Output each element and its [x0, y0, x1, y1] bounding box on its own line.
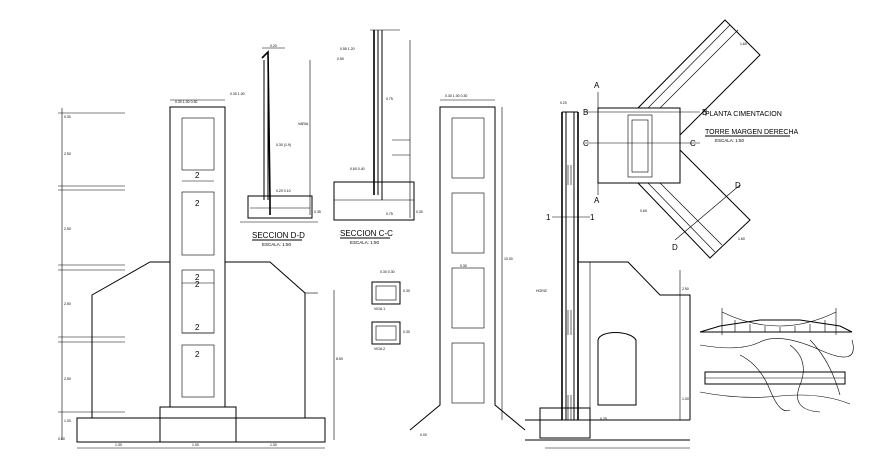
svg-text:0.55 1.20: 0.55 1.20 [340, 47, 355, 51]
plan-title-line1: PLANTA CIMENTACION [705, 111, 782, 118]
svg-text:0.20: 0.20 [560, 101, 567, 105]
side-tower-elevation: 1 1 HORIZ 2.50 1.00 0.25 0.20 [525, 101, 691, 449]
plan-marker-b-left: B [583, 108, 588, 117]
left-tower-elevation: 0.30 2.50 2.50 2.50 2.50 1.00 8.50 0.30 … [58, 99, 343, 449]
left-wing-right [225, 261, 306, 418]
svg-text:2.50: 2.50 [682, 287, 689, 291]
svg-text:1.00: 1.00 [682, 397, 689, 401]
beam-section-2 [371, 321, 401, 345]
side-footing [539, 407, 591, 439]
svg-text:0.30: 0.30 [403, 289, 410, 293]
svg-text:8.50: 8.50 [336, 357, 343, 361]
svg-text:1.60: 1.60 [738, 237, 745, 241]
beam-cross-sections: 0.30 0.30 0.30 0.30 VIGA 1 VIGA 2 [371, 270, 410, 351]
left-tower-column [169, 106, 226, 408]
plan-scale: ESCALA: 1:50 [715, 138, 745, 143]
svg-text:0.30: 0.30 [460, 264, 467, 268]
panel-marker: 2 [195, 323, 200, 332]
svg-text:0.50: 0.50 [337, 57, 344, 61]
middle-tower-elevation: 0.30 1.00 0.30 10.00 0.30 0.00 [409, 94, 526, 437]
left-base-slab [76, 417, 326, 443]
svg-text:0.75: 0.75 [386, 97, 393, 101]
svg-text:0.20: 0.20 [270, 44, 277, 48]
svg-text:VIGA 2: VIGA 2 [374, 347, 385, 351]
plan-marker-d-bottom: D [672, 243, 678, 252]
svg-text:0.30 1.00 0.30: 0.30 1.00 0.30 [175, 100, 197, 104]
panel-marker: 2 [195, 280, 200, 289]
svg-text:0.30 0.30: 0.30 0.30 [380, 270, 395, 274]
svg-text:1.30: 1.30 [270, 443, 277, 447]
plan-marker-a-bottom: A [594, 196, 600, 205]
svg-text:0.60: 0.60 [640, 209, 647, 213]
plan-marker-c-left: C [583, 139, 589, 148]
svg-text:0.00: 0.00 [58, 437, 65, 441]
section-dd-title: SECCION D-D [252, 231, 305, 240]
section-dd-scale: ESCALA: 1:50 [262, 242, 292, 247]
svg-text:0.30: 0.30 [416, 210, 423, 214]
section-dd-footing [247, 195, 313, 219]
left-wing-left [91, 261, 170, 418]
left-tower-panel-4 [181, 344, 215, 398]
section-cc-footing [333, 181, 415, 221]
svg-text:0.00: 0.00 [420, 433, 427, 437]
plan-title-line2: TORRE MARGEN DERECHA [705, 129, 799, 136]
section-marker-1-right: 1 [590, 213, 595, 222]
section-cc-scale: ESCALA: 1:50 [350, 240, 380, 245]
left-tower-panel-1 [181, 117, 215, 171]
side-wing [578, 261, 691, 420]
plan-marker-d-top: D [735, 181, 741, 190]
svg-text:0.20 0.10: 0.20 0.10 [276, 189, 291, 193]
svg-text:1.60: 1.60 [740, 42, 747, 46]
section-dd-drawing: 0.30 1.00 VARIA 0.30 (1.9) 0.20 0.10 0.3… [230, 44, 321, 247]
svg-text:0.25: 0.25 [600, 417, 607, 421]
svg-text:0.30 1.00: 0.30 1.00 [230, 92, 245, 96]
section-marker-1-left: 1 [546, 213, 551, 222]
foundation-plan: A A B B C C D D PLANTA CIMENTACION TORRE… [583, 19, 799, 259]
panel-marker: 2 [195, 171, 200, 180]
svg-text:HORIZ: HORIZ [536, 289, 548, 293]
svg-text:0.30 (1.9): 0.30 (1.9) [276, 143, 291, 147]
svg-text:2.50: 2.50 [64, 377, 71, 381]
svg-text:0.30: 0.30 [64, 115, 71, 119]
section-cc-drawing: 0.55 1.20 0.50 0.75 0.60 0.40 0.75 0.30 … [333, 29, 423, 245]
panel-marker: 2 [195, 350, 200, 359]
side-arch-opening [597, 332, 637, 406]
left-footing [159, 406, 237, 443]
svg-text:2.50: 2.50 [64, 152, 71, 156]
svg-text:0.35: 0.35 [314, 210, 321, 214]
svg-text:0.30: 0.30 [403, 330, 410, 334]
panel-marker: 2 [195, 199, 200, 208]
svg-text:VARIA: VARIA [298, 122, 309, 126]
svg-text:0.60 0.40: 0.60 0.40 [350, 167, 365, 171]
plan-marker-a-top: A [594, 81, 600, 90]
svg-text:1.00: 1.00 [64, 419, 71, 423]
svg-text:2.50: 2.50 [64, 227, 71, 231]
middle-tower-outline [409, 106, 526, 431]
beam-section-1 [371, 281, 401, 305]
bridge-overview [699, 308, 854, 413]
section-cc-title: SECCION C-C [340, 229, 393, 238]
left-tower-panel-2 [181, 191, 215, 256]
plan-marker-c-right: C [690, 139, 696, 148]
panel-marker: 2 [195, 273, 200, 282]
svg-text:VIGA 1: VIGA 1 [374, 307, 385, 311]
svg-text:2.50: 2.50 [64, 302, 71, 306]
svg-text:10.00: 10.00 [504, 257, 513, 261]
plan-marker-b-right: B [702, 108, 707, 117]
svg-text:1.30: 1.30 [115, 443, 122, 447]
svg-text:0.75: 0.75 [386, 212, 393, 216]
svg-text:0.30 1.00 0.30: 0.30 1.00 0.30 [445, 94, 467, 98]
svg-text:1.00: 1.00 [192, 443, 199, 447]
